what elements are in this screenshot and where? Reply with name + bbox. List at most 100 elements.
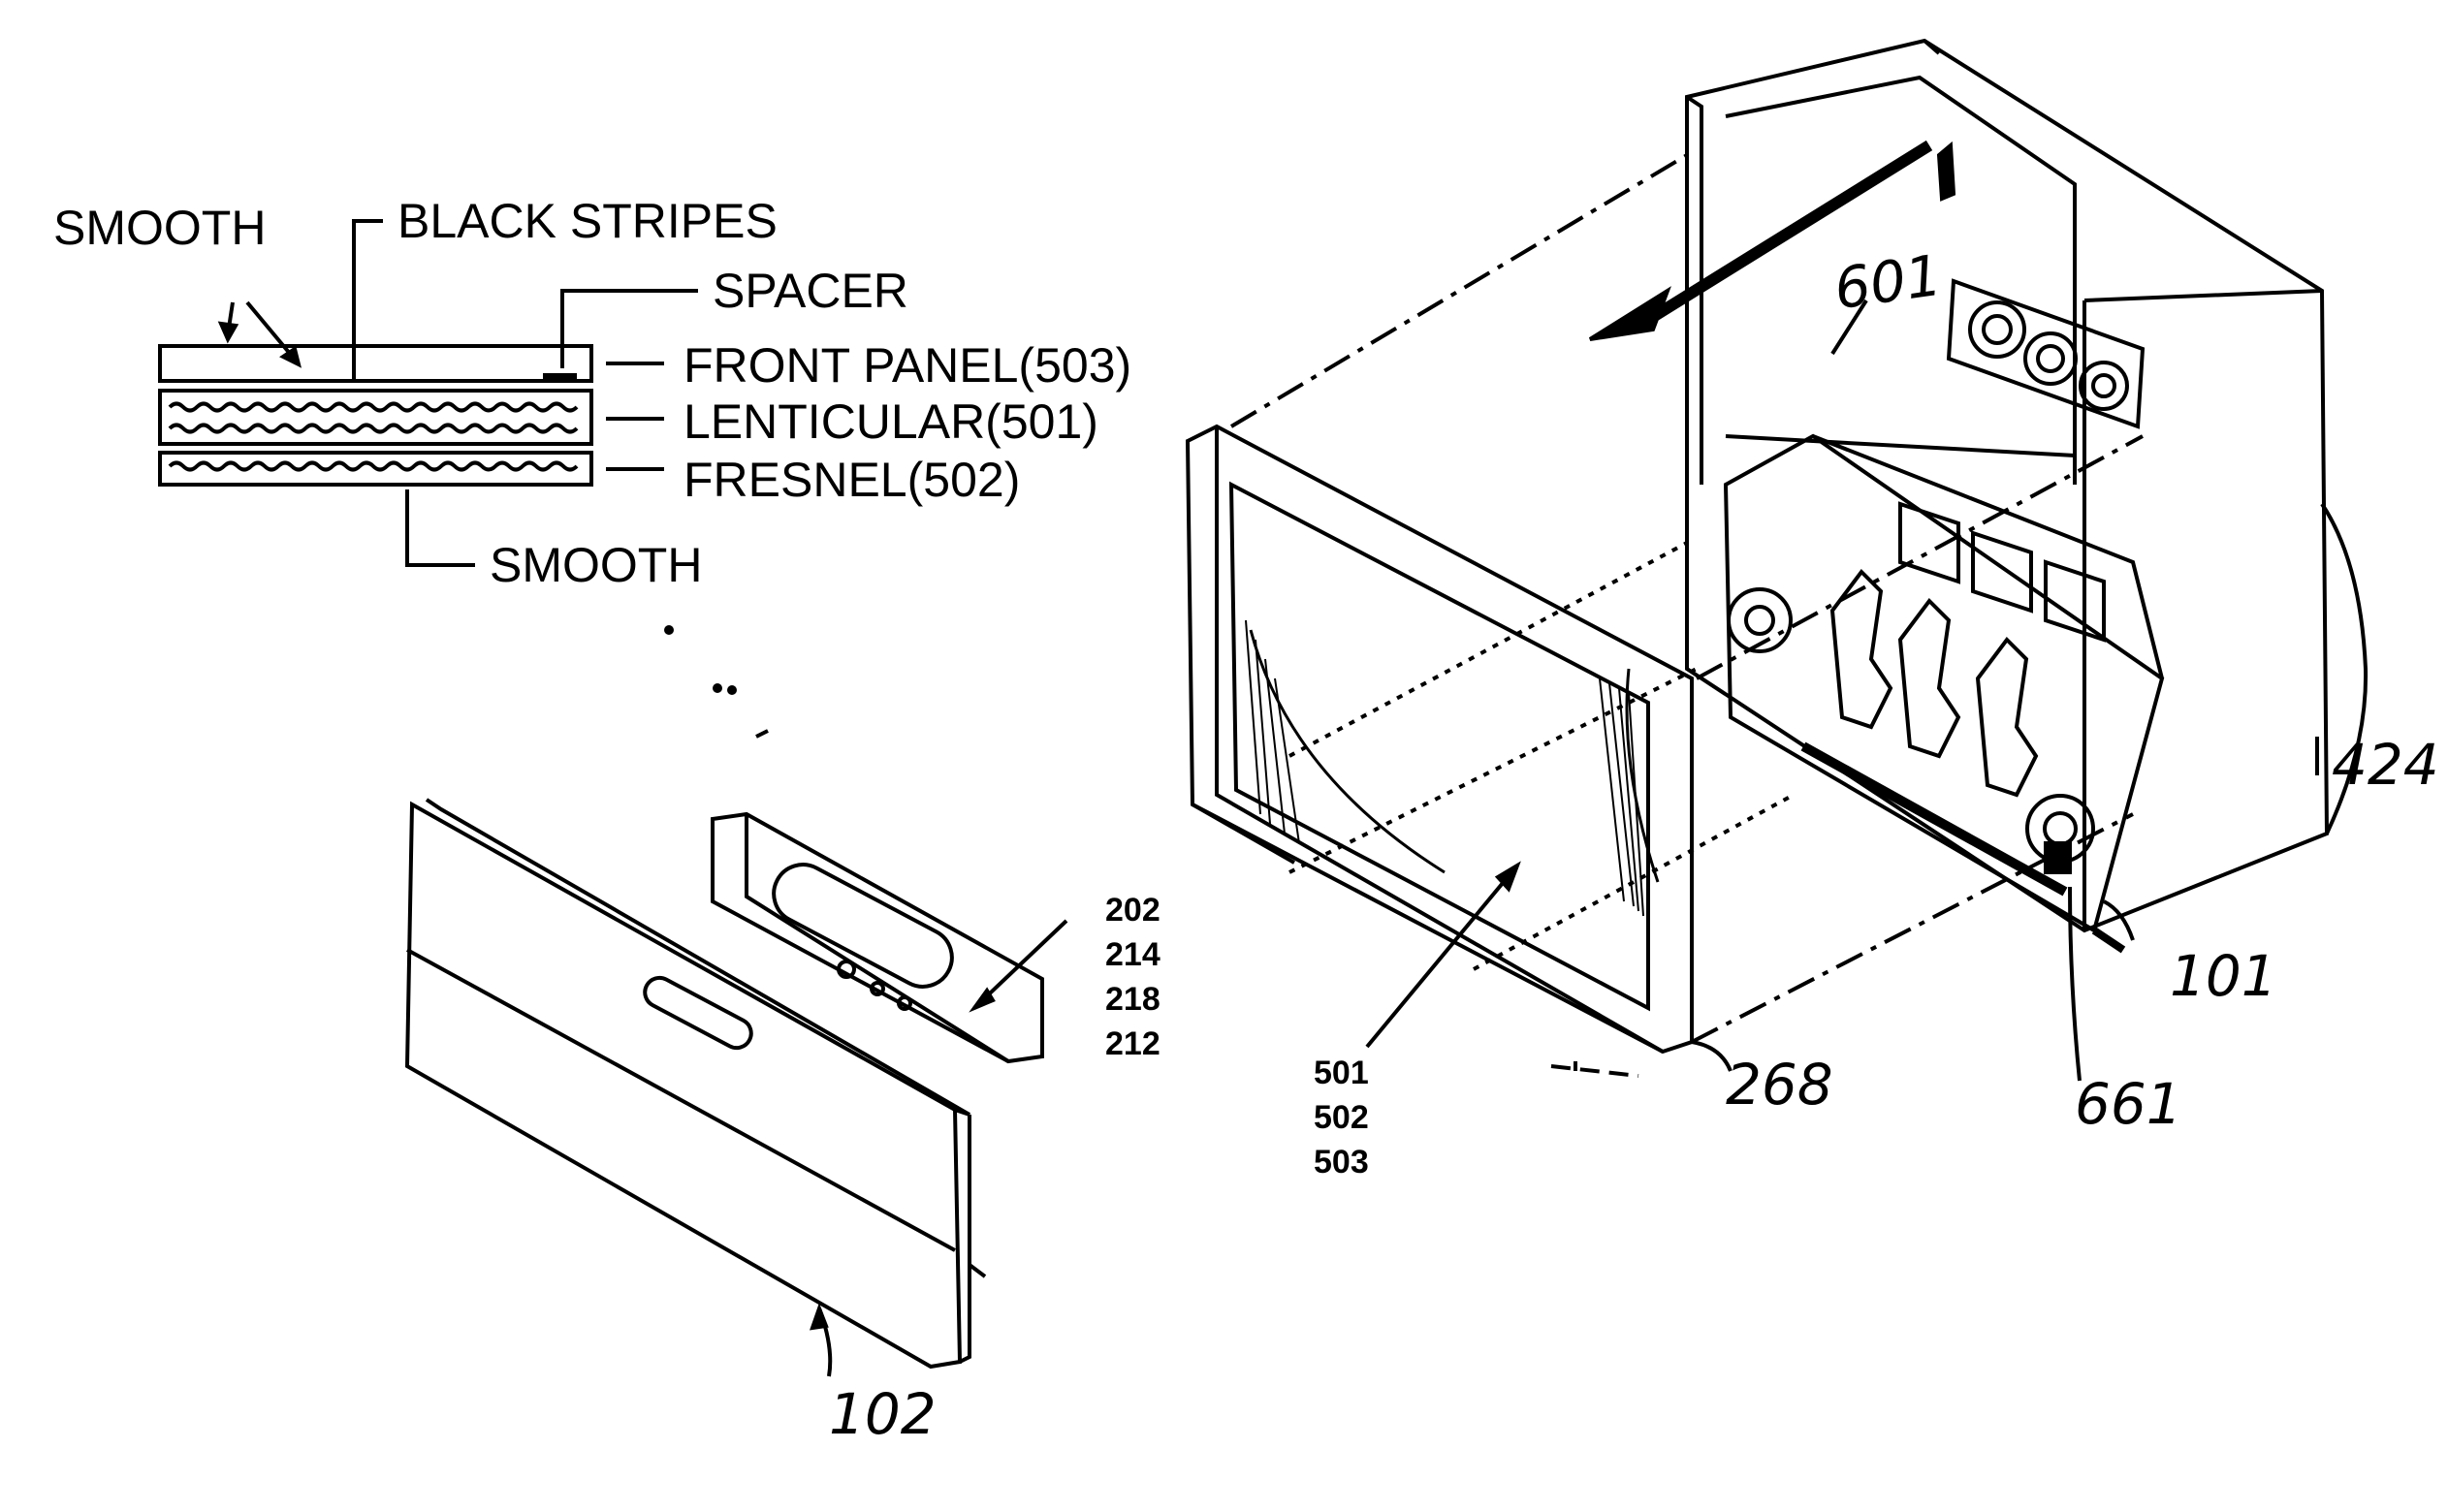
screen-frame	[1188, 155, 2143, 1076]
jack	[2025, 333, 2076, 384]
speck	[715, 685, 720, 691]
chassis	[1726, 436, 2162, 950]
front-panel-102	[407, 800, 989, 1376]
projection-dash	[1231, 155, 1687, 426]
projection-dash	[1474, 795, 1794, 969]
rear-cabinet	[1590, 41, 2366, 930]
projection-dash	[1551, 1066, 1638, 1076]
frame-inner	[1231, 485, 1648, 1008]
chassis-gear	[1746, 607, 1773, 634]
chassis-top	[1813, 436, 2162, 678]
smooth-leader-2	[247, 302, 296, 361]
smooth-top-label: SMOOTH	[53, 201, 267, 255]
jack	[2081, 362, 2127, 409]
screen-curve	[1627, 669, 1658, 882]
layer-stack-detail	[160, 221, 698, 565]
panel-fold	[407, 950, 955, 1250]
inner-floor	[1726, 436, 2075, 456]
screen-pointer	[1367, 877, 1508, 1047]
frame-depth	[1217, 426, 1663, 1052]
cabinet-tab	[1939, 145, 1954, 199]
smooth-bottom-label: SMOOTH	[490, 538, 703, 592]
projection-dash	[1697, 436, 2143, 678]
speck	[756, 731, 768, 737]
black-stripes-leader	[354, 221, 383, 383]
panel-slot	[640, 973, 756, 1054]
black-stripes-label: BLACK STRIPES	[397, 194, 778, 248]
leader-101	[2104, 901, 2133, 940]
bezel-button	[872, 983, 883, 994]
ref-214: 214	[1105, 936, 1160, 973]
ref-424: 424	[2332, 732, 2439, 798]
cabinet-back	[1687, 41, 2327, 930]
fresnel-layer	[160, 453, 591, 485]
jack	[2038, 346, 2063, 371]
jack-panel	[1949, 281, 2143, 426]
ref-202: 202	[1105, 892, 1160, 929]
ref-501: 501	[1314, 1055, 1369, 1091]
ref-102: 102	[829, 1381, 937, 1447]
frame-leader	[1692, 1042, 1731, 1071]
lenticular-label: LENTICULAR(501)	[684, 394, 1098, 449]
inner-wall	[1726, 78, 2075, 485]
ref-661: 661	[2075, 1071, 2182, 1137]
panel-leader-head	[812, 1308, 826, 1328]
frame-bottom	[1192, 804, 1294, 863]
jack	[2093, 375, 2114, 396]
lenticular-wave	[170, 404, 577, 411]
projection-dash	[1692, 814, 2133, 1042]
bezel-body	[713, 814, 1042, 1061]
chassis-gear	[2045, 813, 2076, 844]
optics-box	[1900, 504, 1958, 582]
spacer-leader	[562, 291, 698, 368]
optics-box	[2046, 562, 2104, 640]
fresnel-wave	[170, 463, 577, 470]
crt-tube	[1900, 601, 1958, 756]
ref-268: 268	[1726, 1052, 1833, 1118]
ref-101: 101	[2170, 943, 2277, 1009]
smooth-bottom-leader	[407, 489, 475, 565]
arrowhead	[221, 324, 236, 339]
control-bezel	[713, 814, 1066, 1061]
speck	[729, 687, 735, 693]
front-panel-label: FRONT PANEL(503)	[684, 338, 1132, 393]
chassis-gear	[1729, 589, 1791, 651]
bezel-edge	[747, 814, 1008, 1061]
chassis-rail	[1803, 746, 2065, 892]
panel-top-lip	[427, 800, 970, 1115]
ref-503: 503	[1314, 1144, 1369, 1181]
screen-hatch	[1600, 678, 1643, 916]
fresnel-label: FRESNEL(502)	[684, 453, 1021, 507]
panel-body	[407, 804, 960, 1367]
leader-601	[1832, 300, 1866, 354]
cabinet-front-edge	[1687, 97, 1701, 485]
bezel-button	[839, 961, 854, 977]
bezel-button-strip	[764, 855, 963, 997]
chassis-bottom	[2094, 930, 2123, 950]
screen-curve	[1251, 630, 1445, 872]
direction-arrowhead	[1590, 291, 1668, 339]
bezel-pointer-head	[974, 991, 993, 1008]
screen-hatch	[1246, 620, 1299, 843]
arrowhead	[283, 349, 299, 364]
projection-dash	[1289, 669, 1697, 872]
spacer-label: SPACER	[713, 264, 908, 318]
cabinet-top-edge	[1924, 41, 1939, 53]
direction-arrow	[1648, 145, 1929, 320]
cabinet-rear-bulge	[2322, 504, 2366, 834]
lenticular-wave-2	[170, 425, 577, 432]
bezel-button	[899, 997, 910, 1009]
lenticular-layer	[160, 391, 591, 444]
ref-601: 601	[1829, 241, 1946, 323]
panel-dash	[970, 1265, 989, 1279]
crt-tube	[1832, 572, 1891, 727]
screen-pointer-head	[1498, 866, 1517, 889]
leader-661	[2070, 887, 2080, 1081]
optics-box	[1973, 533, 2031, 611]
jack	[1984, 316, 2011, 343]
speck	[666, 627, 672, 633]
cabinet-right-side	[2084, 291, 2322, 300]
chassis-plate	[1726, 436, 2162, 930]
